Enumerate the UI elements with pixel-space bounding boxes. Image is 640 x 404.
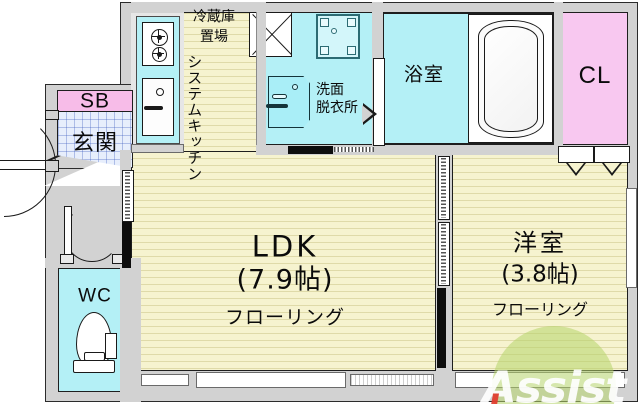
toilet-side-panel	[105, 333, 117, 359]
yoshitsu-floor	[452, 150, 628, 371]
senmen-door-threshold[interactable]	[288, 146, 333, 154]
stove-burner-bottom	[152, 47, 167, 62]
sink-knob-icon	[156, 88, 164, 96]
yoshitsu-name-label: 洋室	[513, 229, 567, 257]
partition-cl-left	[554, 2, 563, 154]
partition-ldk-yoshitsu-top	[436, 150, 452, 156]
ldk-name-label: LDK	[251, 229, 319, 264]
sb-label: SB	[79, 89, 111, 113]
window-yoshitsu-right	[626, 188, 637, 288]
cl-floor	[562, 12, 628, 145]
bath-door-panel[interactable]	[373, 58, 385, 146]
senmen-door-slider[interactable]	[334, 147, 374, 152]
wc-door-jamb-left	[60, 254, 74, 264]
yoshitsu-flooring-label: フローリング	[491, 300, 589, 319]
partition-ldk-left	[120, 150, 131, 402]
cl-door-right-marker-inner	[604, 163, 620, 173]
ldk-floor	[131, 150, 436, 371]
sb-floor	[57, 90, 133, 112]
ldk-left-slider-closed[interactable]	[122, 222, 131, 268]
vanity-faucet-icon	[272, 94, 287, 99]
toilet-lid	[84, 352, 105, 361]
refrigerator-label-line2: 置場	[200, 29, 228, 45]
genkan-label: 玄関	[71, 131, 119, 156]
ldk-yoshitsu-slider-leaf-lower[interactable]	[441, 224, 446, 284]
yoshitsu-size-label: (3.8帖)	[501, 261, 579, 288]
ldk-flooring-label: フローリング	[224, 306, 346, 329]
toilet-tank	[73, 360, 115, 373]
kitchen-sink	[142, 78, 174, 136]
ldk-yoshitsu-slider-closed[interactable]	[437, 288, 446, 368]
entrance-jamb-top	[45, 110, 59, 120]
partition-wc-top	[45, 258, 141, 268]
cl-door-left-marker-inner	[568, 163, 584, 173]
cl-door-left[interactable]	[558, 146, 594, 163]
window-ldk-right	[350, 374, 434, 386]
window-ldk-left	[141, 374, 189, 386]
partition-ldk-yoshitsu-bottom	[436, 366, 452, 374]
stove-burner-top	[151, 29, 168, 46]
partition-top-strip	[184, 2, 258, 12]
vanity-knob-icon	[292, 84, 298, 90]
senmen-label-line1: 洗面	[316, 82, 344, 98]
yokushitsu-label: 浴室	[403, 63, 445, 86]
vanity-spout-icon	[266, 104, 288, 108]
sink-faucet-icon	[144, 106, 163, 110]
window-yoshitsu	[455, 372, 625, 388]
kitchen-label: システムキッチン	[185, 54, 204, 182]
cl-label: CL	[578, 62, 612, 89]
partition-bath-bottom	[382, 145, 558, 155]
partition-kitchen-top	[131, 2, 184, 13]
wc-label: WC	[78, 285, 112, 307]
entrance-jamb-bottom	[45, 160, 59, 172]
cl-door-right[interactable]	[594, 146, 630, 163]
drain-icon	[331, 28, 337, 34]
stove	[142, 22, 174, 66]
refrigerator-label-line1: 冷蔵庫	[193, 9, 235, 25]
partition-senmen-left	[256, 2, 266, 154]
vanity-basin	[268, 76, 310, 128]
ldk-size-label: (7.9帖)	[236, 264, 334, 296]
senmen-label-line2: 脱衣所	[316, 100, 358, 116]
bath-door-marker-inner	[362, 105, 373, 123]
ldk-yoshitsu-slider-leaf-upper[interactable]	[441, 158, 446, 218]
ldk-left-slider-leaf[interactable]	[125, 172, 130, 220]
partition-kitchen-bottom	[131, 144, 184, 153]
bathtub-inner	[484, 26, 538, 132]
washing-machine-space	[316, 14, 360, 59]
partition-wc-right	[131, 258, 141, 402]
window-ldk-main	[196, 372, 346, 388]
